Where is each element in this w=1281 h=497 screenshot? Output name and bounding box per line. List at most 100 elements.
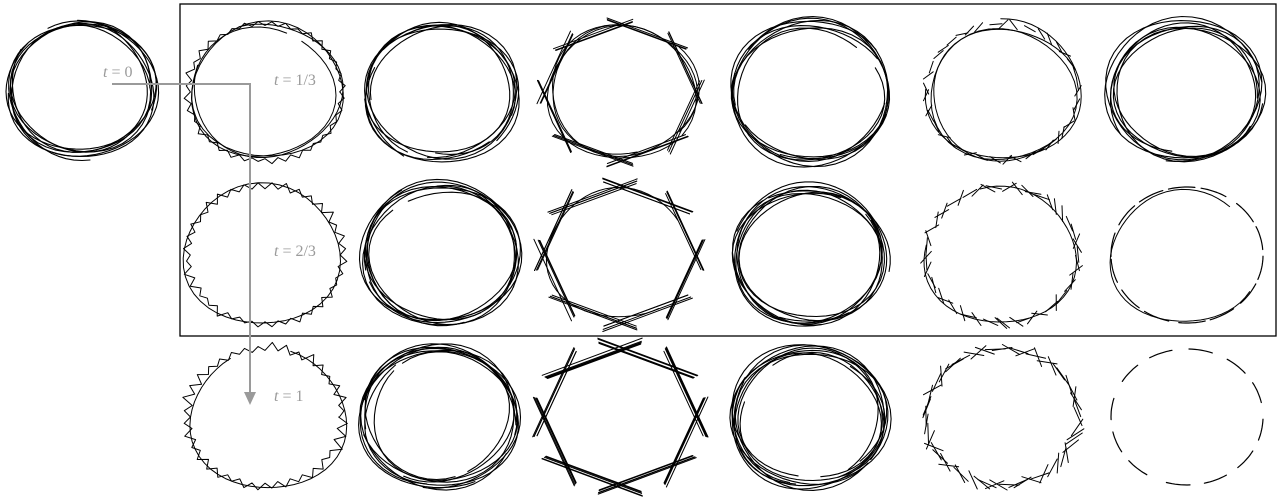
sketch-r2-c3 <box>534 178 705 331</box>
sketch-stroke <box>534 349 575 437</box>
sketch-stroke <box>1065 443 1068 463</box>
sketch-stroke <box>941 366 942 386</box>
sketch-stroke <box>997 318 1010 328</box>
sketch-stroke <box>1077 78 1079 90</box>
label-t0: t = 0 <box>103 64 132 81</box>
sketch-stroke <box>1189 349 1212 353</box>
sketch-stroke <box>1253 383 1262 403</box>
sketch-stroke <box>552 136 633 166</box>
sketch-stroke <box>542 338 642 375</box>
sketch-stroke <box>933 373 941 391</box>
sketch-stroke <box>734 345 891 486</box>
sketch-r3-c1 <box>183 342 347 489</box>
sketch-r1-c4 <box>731 17 890 168</box>
sketch-stroke <box>552 184 636 215</box>
sketch-stroke <box>732 367 885 490</box>
sketch-stroke <box>926 238 927 254</box>
sketch-stroke <box>536 398 576 484</box>
sketch-stroke <box>533 348 574 437</box>
sketch-stroke <box>1058 131 1059 143</box>
sketch-stroke <box>666 397 708 487</box>
sketch-stroke <box>539 81 572 152</box>
sketch-r2-c5 <box>921 182 1083 328</box>
sketch-stroke <box>1111 398 1114 419</box>
sketch-stroke <box>598 338 698 375</box>
sketch-stroke <box>537 191 573 270</box>
sketch-stroke <box>554 19 633 48</box>
sketch-stroke <box>1025 26 1036 32</box>
sketch-stroke <box>1061 447 1066 466</box>
sketch-stroke <box>669 32 702 103</box>
sketch-stroke <box>667 347 709 437</box>
label-t2: t = 2/3 <box>274 243 316 260</box>
sketch-stroke <box>1022 185 1033 196</box>
sketch-stroke <box>545 457 641 493</box>
sketch-stroke <box>1237 204 1254 222</box>
sketch-stroke <box>550 296 636 328</box>
sketch-stroke <box>1238 451 1253 468</box>
sketch-stroke <box>1012 182 1022 194</box>
sketch-stroke <box>604 182 690 214</box>
sketch-stroke <box>534 239 572 320</box>
sketch-stroke <box>535 398 575 485</box>
sketch-r2-c6 <box>1110 187 1263 323</box>
sketch-stroke <box>954 467 968 481</box>
sketch-stroke <box>928 385 933 404</box>
sketch-stroke <box>929 61 933 73</box>
sketch-r3-c2 <box>359 344 521 490</box>
sketch-stroke <box>542 459 642 496</box>
sketch-stroke <box>546 342 641 377</box>
sketch-stroke <box>555 22 632 50</box>
sketch-stroke <box>923 399 931 418</box>
sketch-stroke <box>739 192 882 321</box>
sketch-stroke <box>969 471 977 489</box>
sketch-stroke <box>732 350 878 469</box>
sketch-stroke <box>1009 480 1027 488</box>
sketch-stroke <box>1129 461 1147 475</box>
sketch-stroke <box>667 192 703 270</box>
sketch-stroke <box>955 465 964 483</box>
sketch-stroke <box>604 295 688 326</box>
highlight-frame <box>180 4 1276 336</box>
sketch-stroke <box>607 137 688 167</box>
sketch-r2-c4 <box>732 182 890 326</box>
sketch-stroke <box>1065 280 1076 292</box>
sketch-stroke <box>1030 473 1049 479</box>
sketch-stroke <box>733 28 888 167</box>
sketch-stroke <box>960 306 964 321</box>
sketch-stroke <box>664 398 703 483</box>
sketch-stroke <box>365 362 519 486</box>
sketch-stroke <box>1071 393 1082 410</box>
sketch-stroke <box>1062 206 1063 222</box>
arrowhead-icon <box>244 392 256 405</box>
sketch-stroke <box>941 454 951 472</box>
sketch-stroke <box>952 355 970 364</box>
sketch-stroke <box>607 20 685 49</box>
sketch-stroke <box>667 240 703 318</box>
sketch-stroke <box>1057 291 1067 304</box>
sketch-stroke <box>971 346 986 359</box>
sketch-stroke <box>1204 475 1226 483</box>
sketch-r2-c1 <box>183 183 347 327</box>
sketch-stroke <box>1047 195 1052 210</box>
sketch-stroke <box>1026 354 1046 358</box>
sketch-stroke <box>603 178 693 212</box>
sketch-stroke <box>535 190 572 271</box>
sketch-stroke <box>599 457 696 493</box>
sketch-stroke <box>923 72 933 79</box>
sketch-stroke <box>738 28 885 160</box>
sketch-r3-c3 <box>533 338 708 496</box>
sketch-stroke <box>1119 206 1135 225</box>
sketch-stroke <box>990 24 1002 25</box>
sketch-stroke <box>1227 359 1245 373</box>
sketch-stroke <box>1046 301 1058 311</box>
sketch-stroke <box>1256 227 1263 250</box>
sketch-stroke <box>934 29 1076 161</box>
sketch-stroke <box>537 351 576 435</box>
sketch-stroke <box>184 183 347 327</box>
sketch-stroke <box>537 31 571 104</box>
time-arrow <box>112 84 256 405</box>
sketch-stroke <box>540 34 572 104</box>
sketch-stroke <box>555 135 633 164</box>
